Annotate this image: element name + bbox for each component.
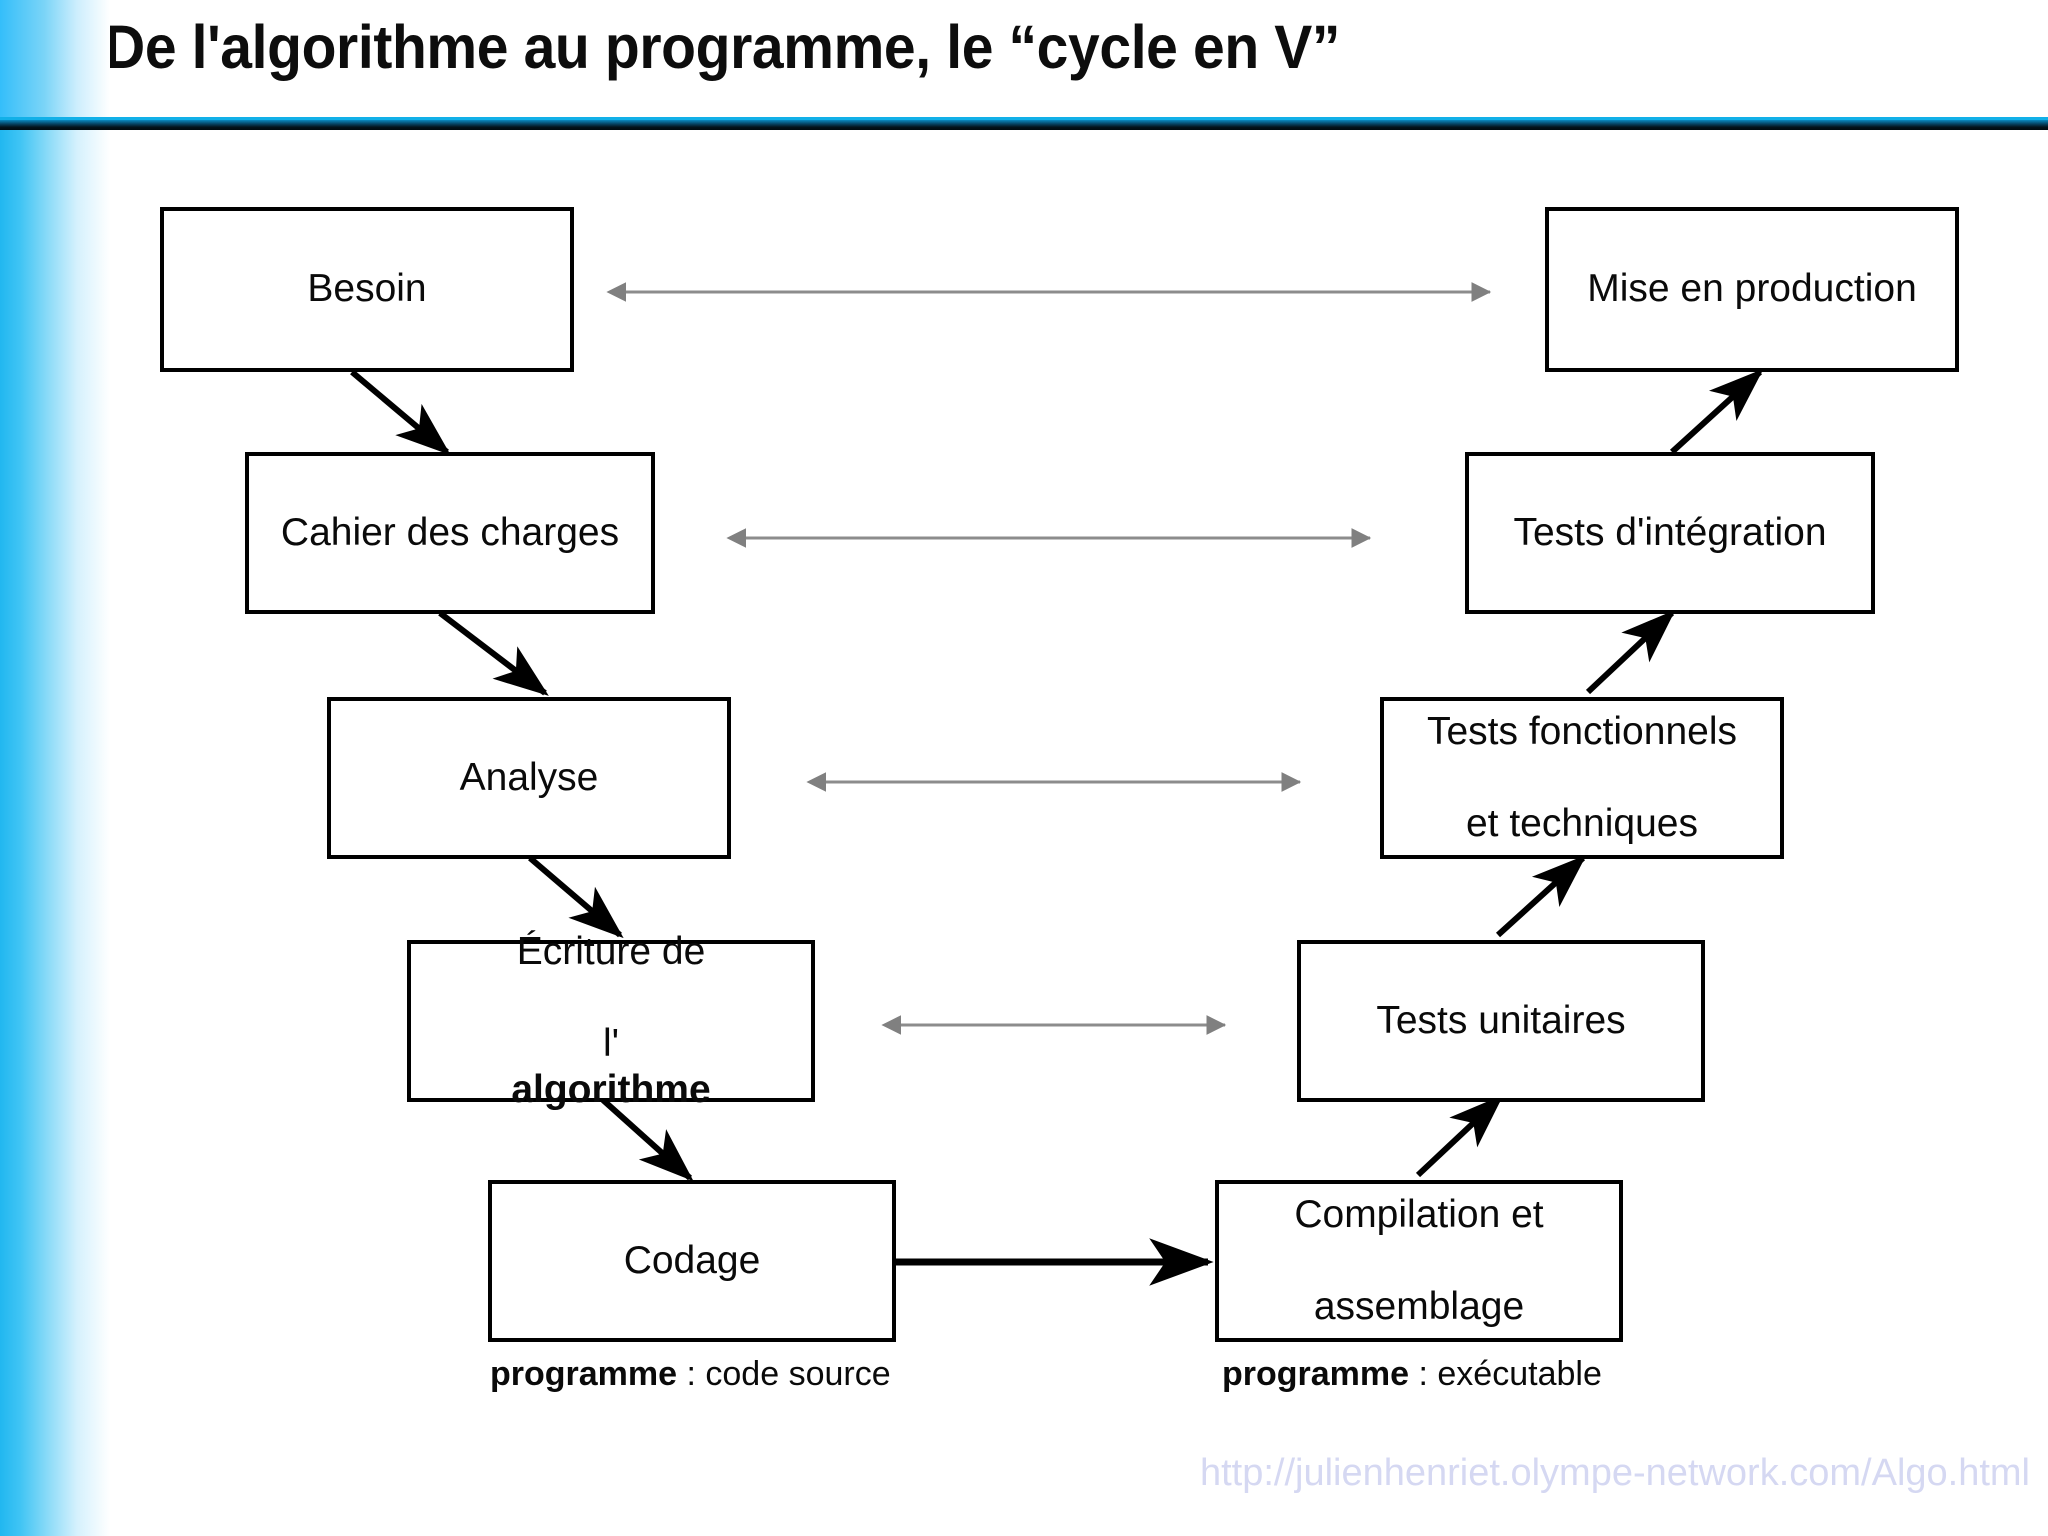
node-tests-integration[interactable]: Tests d'intégration	[1465, 452, 1875, 614]
node-tests-unitaires-label: Tests unitaires	[1376, 998, 1626, 1042]
node-codage[interactable]: Codage	[488, 1180, 896, 1342]
left-accent-band	[0, 0, 110, 1536]
node-codage-label: Codage	[623, 1238, 761, 1282]
page-title: De l'algorithme au programme, le “cycle …	[104, 13, 1341, 81]
node-analyse[interactable]: Analyse	[327, 697, 731, 859]
flow-arrow-unitaires-to-fonctionnels	[1495, 854, 1587, 938]
node-tests-fonctionnels-line1: Tests fonctionnels	[1426, 709, 1737, 753]
node-compilation-assemblage-label: Compilation et assemblage	[1274, 1192, 1563, 1330]
node-cahier-des-charges[interactable]: Cahier des charges	[245, 452, 655, 614]
node-compilation-assemblage[interactable]: Compilation et assemblage	[1215, 1180, 1623, 1342]
node-besoin[interactable]: Besoin	[160, 207, 574, 372]
node-ecriture-algorithme-label: Écriture de l'algorithme	[497, 929, 726, 1113]
node-mise-en-production-label: Mise en production	[1587, 267, 1917, 311]
footer-url[interactable]: http://julienhenriet.olympe-network.com/…	[1199, 1452, 2030, 1494]
flow-arrow-analyse-to-algorithme	[528, 855, 624, 939]
node-analyse-label: Analyse	[459, 755, 599, 799]
flow-arrow-besoin-to-cahier	[350, 369, 451, 456]
node-tests-fonctionnels-label: Tests fonctionnels et techniques	[1407, 709, 1757, 847]
node-ecriture-line2-bold: algorithme	[511, 1068, 711, 1112]
slide-title-bar: De l'algorithme au programme, le “cycle …	[0, 0, 2048, 117]
node-ecriture-line2-plain: l'	[602, 1022, 620, 1065]
flow-arrow-integration-to-production	[1669, 368, 1764, 455]
caption-executable-rest: : exécutable	[1409, 1355, 1602, 1393]
node-compilation-line2: assemblage	[1313, 1285, 1525, 1328]
node-cahier-des-charges-label: Cahier des charges	[280, 510, 620, 554]
node-ecriture-line1: Écriture de	[516, 929, 706, 973]
node-compilation-line1: Compilation et	[1294, 1192, 1544, 1236]
node-ecriture-algorithme[interactable]: Écriture de l'algorithme	[407, 930, 815, 1111]
node-tests-fonctionnels-line2: et techniques	[1465, 802, 1698, 845]
node-tests-integration-label: Tests d'intégration	[1513, 510, 1827, 554]
flow-arrow-compilation-to-unitaires	[1415, 1094, 1504, 1178]
left-accent-band-top	[0, 0, 110, 117]
flow-arrow-algorithme-to-codage	[600, 1097, 694, 1182]
flow-arrow-cahier-to-analyse	[438, 610, 549, 696]
caption-executable-bold: programme	[1222, 1355, 1410, 1393]
node-tests-unitaires[interactable]: Tests unitaires	[1297, 940, 1705, 1102]
node-tests-fonctionnels[interactable]: Tests fonctionnels et techniques	[1380, 697, 1784, 859]
node-besoin-label: Besoin	[307, 267, 427, 311]
caption-code-source: programme : code source	[490, 1355, 891, 1394]
node-mise-en-production[interactable]: Mise en production	[1545, 207, 1959, 372]
title-divider-rule	[0, 117, 2048, 130]
title-divider-highlight	[0, 117, 2048, 120]
caption-executable: programme : exécutable	[1222, 1355, 1602, 1394]
caption-code-source-bold: programme	[490, 1355, 678, 1393]
caption-code-source-rest: : code source	[677, 1355, 891, 1393]
flow-arrow-fonctionnels-to-integration	[1585, 609, 1676, 695]
